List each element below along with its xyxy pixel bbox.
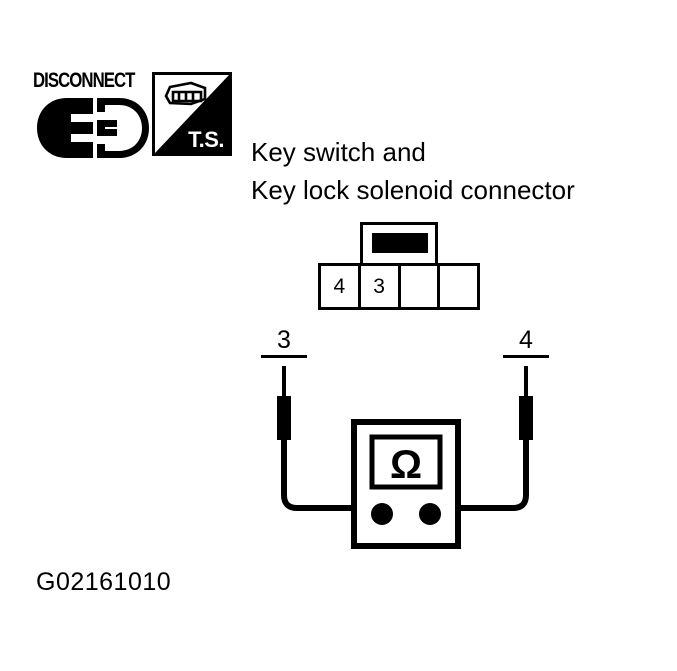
ohm-symbol: Ω [390, 443, 422, 487]
probe-body-left [277, 396, 291, 440]
multimeter-display [369, 434, 443, 490]
heading-line-2: Key lock solenoid connector [251, 175, 575, 205]
diagram-heading: Key switch and Key lock solenoid connect… [251, 133, 671, 209]
disconnect-label: DISCONNECT [33, 69, 135, 92]
probe-lead-left [281, 440, 380, 511]
diagonal-split-shading [155, 75, 229, 153]
connector-pin-row: 4 3 [318, 263, 480, 310]
ts-label: T.S. [188, 127, 224, 152]
probe-right-pin-number: 4 [503, 327, 549, 358]
probe-label-right: 4 [503, 327, 549, 358]
disconnected-plug-icon [37, 98, 149, 158]
connector-pinout: 4 3 [318, 222, 480, 310]
meter-terminal-left [371, 503, 393, 525]
pin-cell: 4 [321, 266, 361, 307]
test-specification-box: T.S. [152, 72, 232, 156]
probe-body-right [519, 396, 533, 440]
probe-lead-right [432, 440, 529, 511]
pin-cell [440, 266, 477, 307]
figure-caption: G02161010 [36, 568, 172, 596]
connector-keyway-fill [372, 233, 428, 253]
pin-cell [400, 266, 441, 307]
heading-line-1: Key switch and [251, 137, 426, 167]
meter-terminal-right [419, 503, 441, 525]
probe-label-left: 3 [261, 327, 307, 358]
pin-cell: 3 [360, 266, 401, 307]
disconnect-badge: DISCONNECT [33, 68, 153, 160]
probe-left-pin-number: 3 [261, 327, 307, 358]
test-connector-icon [164, 81, 207, 106]
